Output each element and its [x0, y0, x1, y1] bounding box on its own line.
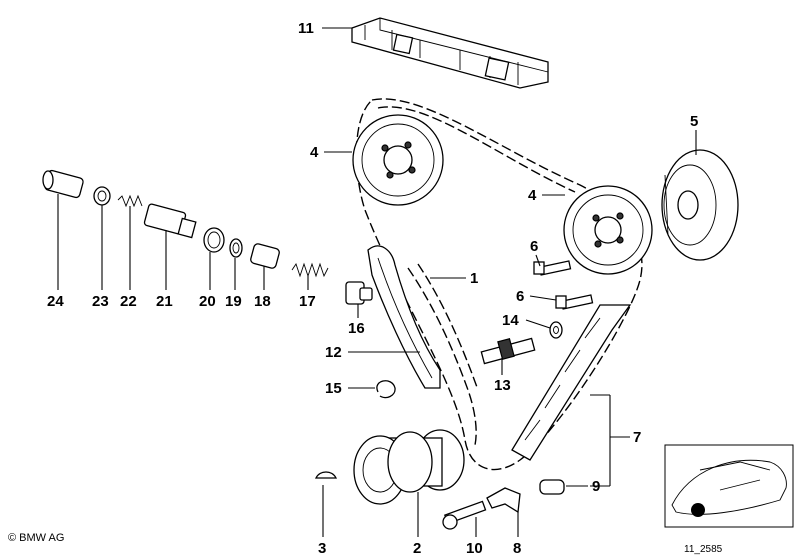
engine-location-marker [691, 503, 705, 517]
part-5-cover-disc[interactable] [661, 149, 739, 261]
part-8-bracket[interactable] [486, 487, 521, 514]
part-16-piston[interactable] [345, 281, 373, 305]
callout-15: 15 [325, 380, 342, 397]
callout-20: 20 [199, 293, 216, 310]
part-7-guide-rail[interactable] [511, 304, 632, 461]
part-14-washer[interactable] [549, 321, 563, 339]
part-3-woodruff-key[interactable] [314, 471, 338, 479]
callout-12: 12 [325, 344, 342, 361]
callout-23: 23 [92, 293, 109, 310]
part-12-tensioner-rail[interactable] [367, 245, 441, 389]
callout-24: 24 [47, 293, 64, 310]
vehicle-location-inset: 11_2585 [664, 444, 794, 555]
part-10-bolt[interactable] [442, 500, 487, 530]
callout-13: 13 [494, 377, 511, 394]
part-4-sprocket-lower[interactable] [563, 185, 653, 275]
callout-9: 9 [592, 478, 600, 495]
callout-14: 14 [502, 312, 519, 329]
callout-18: 18 [254, 293, 271, 310]
part-22-spring[interactable] [117, 194, 143, 208]
callouts: 11 4 4 5 6 6 1 12 15 16 13 14 7 9 8 10 2… [47, 20, 698, 557]
callout-17: 17 [299, 293, 316, 310]
callout-10: 10 [466, 540, 483, 557]
callout-3: 3 [318, 540, 326, 557]
callout-16: 16 [348, 320, 365, 337]
callout-6b: 6 [516, 288, 524, 305]
part-6-bolt-lower[interactable] [555, 294, 594, 310]
part-17-spring[interactable] [291, 262, 329, 278]
part-21-tensioner-housing[interactable] [143, 203, 197, 239]
leader-lines [57, 27, 697, 537]
callout-19: 19 [225, 293, 242, 310]
part-2-crank-sprocket[interactable] [353, 429, 465, 505]
part-19-seal-ring[interactable] [229, 238, 243, 258]
part-9-bushing[interactable] [539, 479, 565, 495]
callout-4a: 4 [310, 144, 319, 161]
callout-11: 11 [298, 20, 314, 37]
part-15-circlip[interactable] [376, 380, 396, 399]
callout-4b: 4 [528, 187, 537, 204]
callout-8: 8 [513, 540, 521, 557]
callout-6a: 6 [530, 238, 538, 255]
part-24-plug[interactable] [42, 169, 84, 199]
part-13-stud[interactable] [480, 337, 536, 365]
part-23-nut[interactable] [93, 186, 111, 206]
part-11-guide-rail[interactable] [351, 17, 549, 89]
callout-5: 5 [690, 113, 698, 130]
part-4-sprocket-upper[interactable] [352, 114, 444, 206]
callout-21: 21 [156, 293, 173, 310]
callout-22: 22 [120, 293, 137, 310]
callout-7: 7 [633, 429, 641, 446]
callout-1: 1 [470, 270, 478, 287]
part-20-seal-ring[interactable] [203, 227, 225, 253]
callout-2: 2 [413, 540, 421, 557]
diagram-id: 11_2585 [684, 544, 723, 555]
copyright-notice: © BMW AG [8, 532, 64, 544]
part-1-chain[interactable] [407, 263, 479, 446]
part-18-sleeve[interactable] [250, 243, 280, 269]
